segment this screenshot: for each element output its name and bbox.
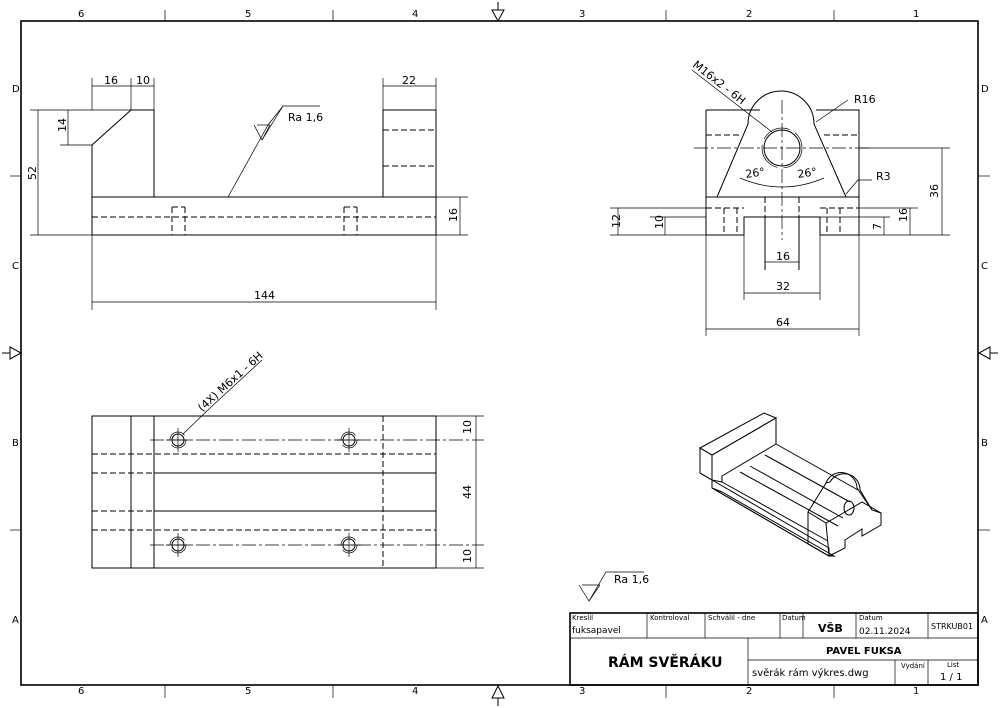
- zone-col-label: 1: [913, 9, 919, 20]
- tb-school: VŠB: [818, 622, 843, 635]
- front-view: 16 10 22 14 52 16 144 Ra 1,6: [26, 74, 468, 310]
- zone-col-label: 1: [913, 686, 919, 697]
- zone-row-label: D: [981, 84, 989, 95]
- roughness-label: Ra 1,6: [288, 111, 323, 124]
- dim-front: 22: [402, 74, 416, 87]
- zone-col-label: 5: [245, 686, 251, 697]
- tb-datum-label: Datum: [782, 614, 806, 622]
- dim-top: 10: [461, 420, 474, 434]
- zone-col-label: 4: [412, 9, 418, 20]
- angle-label: 26°: [797, 165, 818, 181]
- dim-side: 36: [928, 184, 941, 198]
- tb-datum2-label: Datum: [859, 614, 883, 622]
- holes-callout: (4X) M6x1 - 6H: [195, 349, 265, 414]
- dim-side: 12: [610, 214, 623, 228]
- tb-vydani-label: Vydání: [901, 662, 926, 670]
- general-roughness-label: Ra 1,6: [614, 573, 649, 586]
- outer-frame: [20, 20, 979, 686]
- dim-side: 16: [897, 208, 910, 222]
- zone-row-label: A: [981, 615, 988, 626]
- dim-side: 7: [871, 223, 884, 230]
- angle-label: 26°: [745, 165, 766, 181]
- zone-col-label: 6: [78, 9, 84, 20]
- zone-col-label: 3: [579, 9, 585, 20]
- side-view: M16x2 - 6H R16 R3 26° 26° 12 10 36 16 7 …: [610, 58, 950, 336]
- tb-schvalil-label: Schválil - dne: [708, 614, 755, 622]
- zone-ticks: [10, 10, 990, 698]
- radius-label: R3: [876, 170, 891, 183]
- zone-row-label: C: [12, 261, 19, 272]
- title-block: Kreslil fuksapavel Kontroloval Schválil …: [569, 612, 979, 686]
- dim-side: 10: [653, 215, 666, 229]
- tb-kreslil-label: Kreslil: [572, 614, 593, 622]
- zone-row-label: D: [12, 84, 20, 95]
- dim-top: 44: [461, 485, 474, 499]
- zone-col-label: 6: [78, 686, 84, 697]
- zone-col-label: 5: [245, 9, 251, 20]
- dim-front: 10: [136, 74, 150, 87]
- dim-side: 64: [776, 316, 790, 329]
- zone-col-label: 2: [746, 686, 752, 697]
- zone-col-label: 3: [579, 686, 585, 697]
- tb-filename: svěrák rám výkres.dwg: [752, 667, 869, 679]
- zone-row-label: B: [981, 438, 988, 449]
- tb-list-value: 1 / 1: [940, 672, 962, 683]
- dim-front: 144: [254, 289, 275, 302]
- tb-date: 02.11.2024: [859, 627, 911, 637]
- tb-kontroloval-label: Kontroloval: [650, 614, 689, 622]
- zone-row-label: A: [12, 615, 19, 626]
- tb-title: RÁM SVĚRÁKU: [608, 654, 723, 671]
- isometric-view: [698, 412, 882, 557]
- dim-front: 52: [26, 166, 39, 180]
- dim-side: 32: [776, 280, 790, 293]
- zone-col-label: 2: [746, 9, 752, 20]
- zone-row-label: C: [981, 261, 988, 272]
- tb-list-label: List: [947, 661, 959, 669]
- dim-front: 16: [104, 74, 118, 87]
- dim-front: 16: [447, 208, 460, 222]
- dim-side: 16: [776, 250, 790, 263]
- tb-author: PAVEL FUKSA: [826, 646, 902, 657]
- dim-top: 10: [461, 549, 474, 563]
- tb-kreslil-value: fuksapavel: [572, 626, 621, 636]
- general-roughness-symbol: [578, 571, 644, 602]
- zone-row-label: B: [12, 438, 19, 449]
- thread-callout: M16x2 - 6H: [690, 58, 748, 107]
- tb-drawing-no: STRKUB01: [931, 622, 973, 631]
- dim-front: 14: [56, 118, 69, 132]
- radius-label: R16: [854, 93, 876, 106]
- top-view: (4X) M6x1 - 6H 10 44 10: [91, 349, 484, 569]
- zone-col-label: 4: [412, 686, 418, 697]
